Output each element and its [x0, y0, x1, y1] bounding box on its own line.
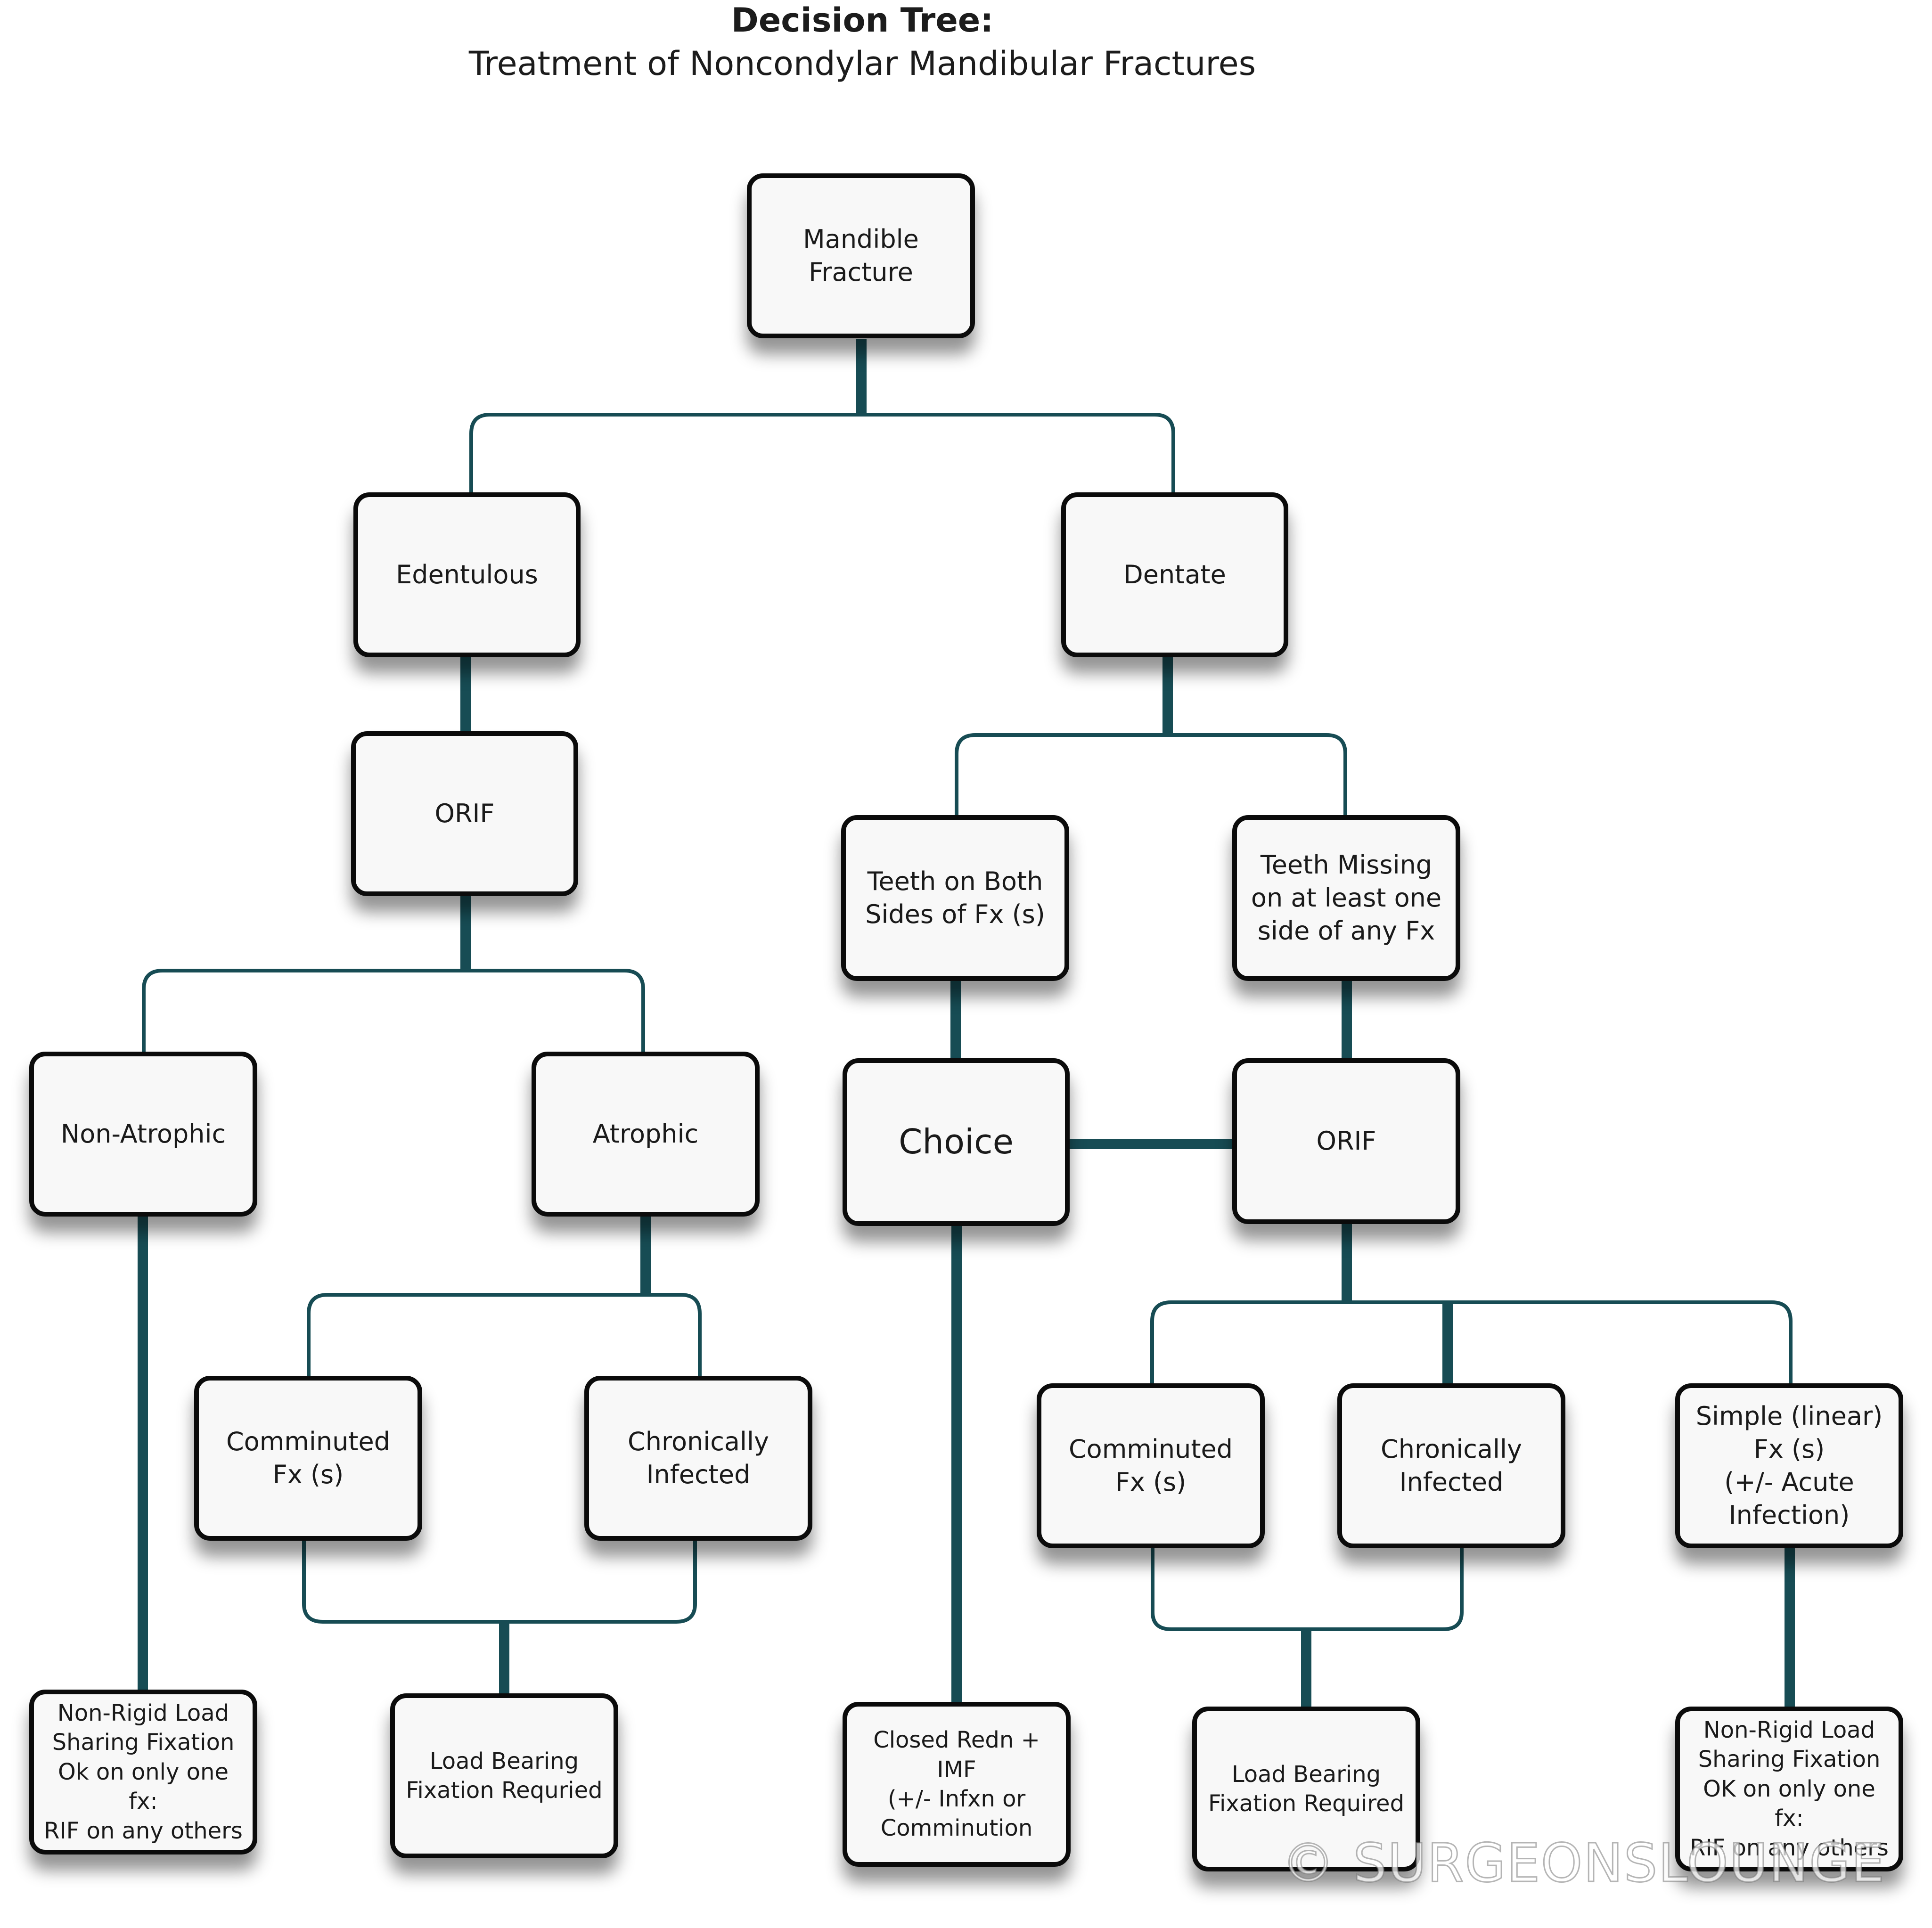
- node-load-bearing-right: Load Bearing Fixation Required: [1192, 1707, 1420, 1871]
- node-comminuted-atrophic: Comminuted Fx (s): [194, 1376, 422, 1541]
- node-atrophic: Atrophic: [532, 1052, 760, 1217]
- node-mandible-fracture: Mandible Fracture: [747, 173, 975, 338]
- connector-root-split: [469, 413, 1175, 494]
- connector-orif-split: [142, 969, 645, 1054]
- node-closed-redn: Closed Redn + IMF (+/- Infxn or Comminut…: [843, 1702, 1071, 1867]
- node-choice: Choice: [843, 1058, 1070, 1226]
- surgeonslounge-watermark: © SURGEONSLOUNGE: [1281, 1832, 1885, 1895]
- connector-orifdentate-split: [1150, 1300, 1793, 1385]
- connector-dentate-split: [955, 733, 1347, 817]
- node-nonrigid-right: Non-Rigid Load Sharing Fixation OK on on…: [1675, 1707, 1903, 1871]
- node-non-atrophic: Non-Atrophic: [29, 1052, 257, 1217]
- node-infected-atrophic: Chronically Infected: [584, 1376, 812, 1541]
- connector-atrophic-split: [307, 1293, 702, 1378]
- node-comminuted-dentate: Comminuted Fx (s): [1037, 1383, 1265, 1548]
- node-nonrigid-left: Non-Rigid Load Sharing Fixation Ok on on…: [29, 1690, 257, 1854]
- diagram-title-line-2: Treatment of Noncondylar Mandibular Frac…: [468, 44, 1256, 83]
- node-orif-dentate: ORIF: [1232, 1058, 1460, 1224]
- diagram-title-line-1: Decision Tree:: [731, 1, 994, 40]
- node-orif-edentulous: ORIF: [351, 731, 578, 896]
- node-teeth-missing: Teeth Missing on at least one side of an…: [1232, 815, 1460, 981]
- node-teeth-both-sides: Teeth on Both Sides of Fx (s): [841, 815, 1069, 981]
- connector-atrophic-merge: [302, 1539, 697, 1624]
- node-infected-dentate: Chronically Infected: [1337, 1383, 1565, 1548]
- node-load-bearing-left: Load Bearing Fixation Requried: [390, 1693, 618, 1858]
- node-edentulous: Edentulous: [353, 492, 581, 657]
- node-dentate: Dentate: [1061, 492, 1288, 657]
- connector-dentate-merge: [1151, 1546, 1464, 1631]
- node-simple-linear: Simple (linear) Fx (s) (+/- Acute Infect…: [1675, 1383, 1903, 1548]
